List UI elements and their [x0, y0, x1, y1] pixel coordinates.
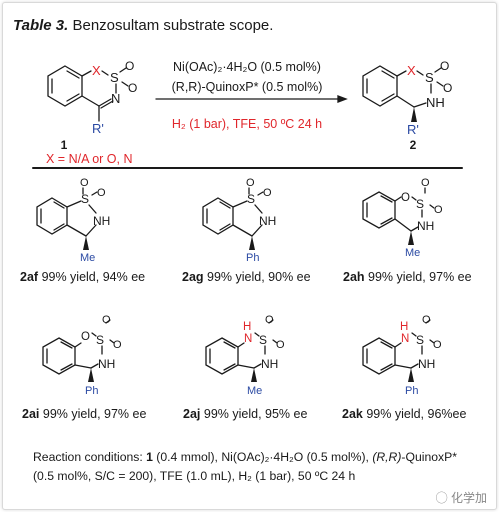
entry-result: 99% yield, 97% ee	[42, 407, 147, 421]
r-group-product: R'	[407, 122, 419, 137]
footnote-text: (0.4 mmol), Ni(OAc)₂·4H₂O (0.5 mol%),	[152, 450, 373, 464]
2af-me: Me	[80, 252, 95, 264]
entry-2ah-caption: 2ah 99% yield, 97% ee	[343, 270, 472, 284]
2ai-ph: Ph	[85, 385, 98, 397]
2aj-n-ring: N	[244, 333, 252, 345]
2ak-o2: O	[433, 339, 442, 351]
2af-s: S	[81, 192, 89, 206]
2ag-s: S	[247, 192, 255, 206]
structure-2ah	[362, 187, 435, 232]
watermark: ◯ 化学加	[436, 489, 487, 506]
entry-2ak-caption: 2ak 99% yield, 96%ee	[342, 407, 466, 421]
2ah-o2: O	[434, 204, 443, 216]
2aj-nh: NH	[261, 357, 278, 371]
footnote-text: Reaction conditions:	[33, 450, 147, 464]
entry-2af-caption: 2af 99% yield, 94% ee	[20, 270, 145, 284]
structure-2ag	[202, 187, 264, 237]
2ai-o1: O	[102, 314, 111, 326]
table-label: Table 3.	[13, 17, 69, 34]
footnote-text: -QuinoxP* (0.5 mol%, S/C = 200), TFE (1.…	[33, 450, 457, 483]
footnote-stereo: (R,R)	[372, 450, 402, 464]
2aj-me: Me	[247, 385, 262, 397]
2ah-o-ring: O	[401, 192, 410, 204]
2ag-o1: O	[246, 177, 255, 189]
structure-2af	[36, 187, 98, 237]
wechat-icon: ◯	[435, 491, 448, 505]
2ak-h: H	[400, 321, 408, 333]
2ai-o2: O	[113, 339, 122, 351]
entry-id: 2af	[20, 270, 39, 284]
atom-s-start: S	[110, 70, 119, 85]
2ak-n-ring: N	[401, 333, 409, 345]
reaction-conditions-footnote: Reaction conditions: 1 (0.4 mmol), Ni(OA…	[33, 448, 473, 486]
2aj-h: H	[243, 321, 251, 333]
reaction-conditions: H₂ (1 bar), TFE, 50 ºC 24 h	[172, 117, 322, 131]
2ag-o2: O	[263, 187, 272, 199]
x-definition: X = N/A or O, N	[46, 152, 133, 166]
r-group-start: R'	[92, 121, 104, 136]
2ag-ph: Ph	[246, 252, 259, 264]
product-number: 2	[410, 138, 417, 152]
2ah-o1: O	[421, 177, 430, 189]
entry-result: 99% yield, 94% ee	[41, 270, 146, 284]
2af-nh: NH	[93, 214, 110, 228]
table-title-text: Benzosultam substrate scope.	[68, 17, 274, 34]
2aj-s: S	[259, 333, 267, 347]
entry-result: 99% yield, 96%ee	[366, 407, 467, 421]
2ah-s: S	[416, 197, 424, 211]
atom-o-product-1: O	[440, 59, 449, 73]
2ah-nh: NH	[417, 219, 434, 233]
atom-s-product: S	[425, 70, 434, 85]
2ak-nh: NH	[418, 357, 435, 371]
entry-2aj-caption: 2aj 99% yield, 95% ee	[183, 407, 307, 421]
2ai-nh: NH	[98, 357, 115, 371]
structure-2ai	[42, 319, 115, 375]
atom-n-start: N	[111, 91, 120, 106]
entry-id: 2ah	[343, 270, 365, 284]
2ag-nh: NH	[259, 214, 276, 228]
footnote-compound: 1	[146, 450, 153, 464]
2ak-s: S	[416, 333, 424, 347]
atom-o-start-1: O	[125, 59, 134, 73]
product-structure	[362, 65, 444, 108]
structure-2ak	[362, 319, 435, 375]
2af-o2: O	[97, 187, 106, 199]
atom-nh-product: NH	[426, 95, 445, 110]
atom-x-product: X	[407, 63, 416, 78]
entry-result: 99% yield, 95% ee	[203, 407, 308, 421]
atom-o-start-2: O	[128, 81, 137, 95]
reagent-line1: Ni(OAc)₂·4H₂O (0.5 mol%)	[173, 60, 321, 74]
2ak-o1: O	[422, 314, 431, 326]
2af-o1: O	[80, 177, 89, 189]
2ah-me: Me	[405, 247, 420, 259]
atom-o-product-2: O	[443, 81, 452, 95]
2ai-s: S	[96, 333, 104, 347]
start-number: 1	[61, 138, 68, 152]
entry-id: 2ai	[22, 407, 40, 421]
entry-2ai-caption: 2ai 99% yield, 97% ee	[22, 407, 146, 421]
2aj-o2: O	[276, 339, 285, 351]
entry-id: 2aj	[183, 407, 201, 421]
entry-id: 2ag	[182, 270, 204, 284]
entry-result: 99% yield, 97% ee	[368, 270, 472, 284]
structure-2aj	[205, 319, 278, 375]
reagent-line2: (R,R)-QuinoxP* (0.5 mol%)	[172, 80, 323, 94]
2aj-o1: O	[265, 314, 274, 326]
atom-x-start: X	[92, 63, 101, 78]
entry-result: 99% yield, 90% ee	[207, 270, 311, 284]
2ai-o-ring: O	[81, 331, 90, 343]
entry-id: 2ak	[342, 407, 363, 421]
entry-2ag-caption: 2ag 99% yield, 90% ee	[182, 270, 311, 284]
watermark-text: 化学加	[450, 491, 487, 505]
starting-material-structure	[47, 65, 129, 122]
2ak-ph: Ph	[405, 385, 418, 397]
table-title: Table 3. Benzosultam substrate scope.	[13, 17, 273, 34]
